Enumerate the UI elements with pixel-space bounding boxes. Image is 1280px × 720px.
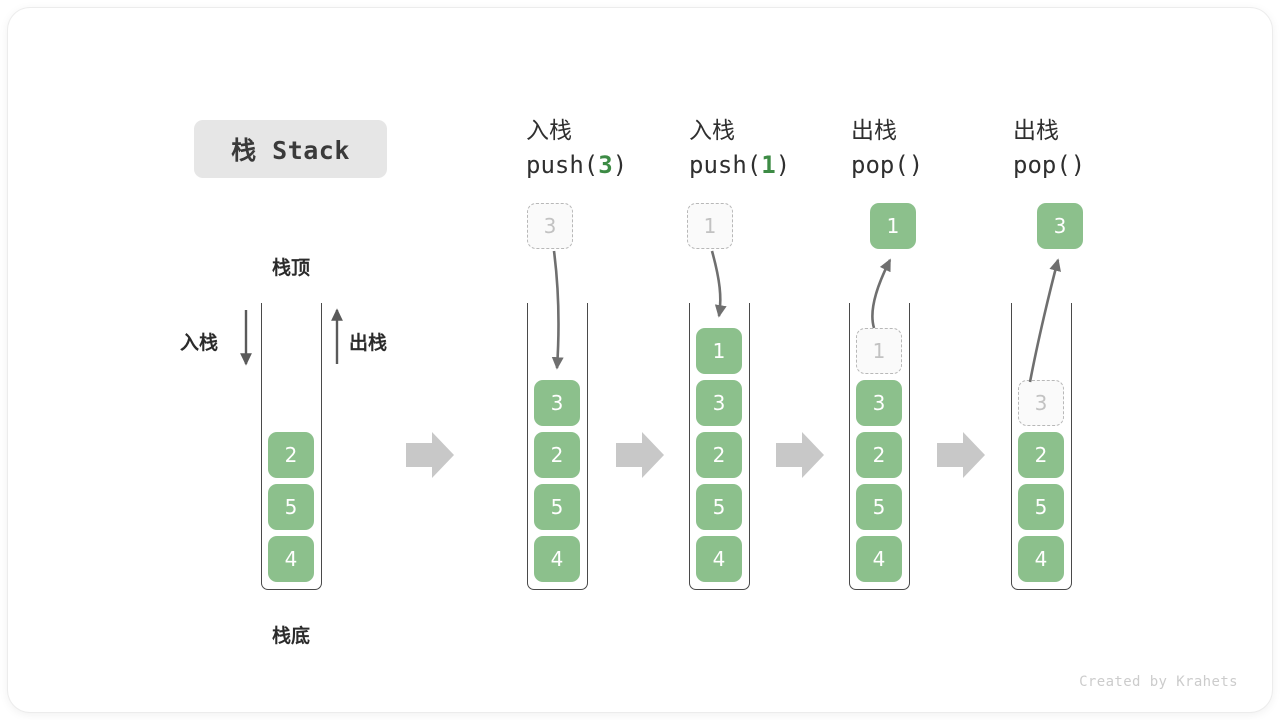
- step-op-code: pop(): [851, 150, 1051, 182]
- arrows-overlay: [240, 250, 1061, 478]
- step-header-pop-3: 出栈 pop(): [1013, 116, 1213, 182]
- step-op-code-value: 1: [761, 151, 776, 180]
- step-op-code-prefix: push(: [526, 151, 599, 180]
- stack-cell: 2: [1018, 432, 1064, 478]
- stack-vessel-initial: [261, 303, 322, 590]
- step-op-code-value: 3: [598, 151, 613, 180]
- step-header-push-3: 入栈 push(3): [526, 116, 726, 182]
- diagram-card: 栈 Stack 栈顶 栈底 入栈 出栈 2 5 4 入栈 push(3) 3 3…: [8, 8, 1272, 712]
- step-op-code-prefix: push(: [689, 151, 762, 180]
- stack-cell: 3: [856, 380, 902, 426]
- stack-cell: 4: [1018, 536, 1064, 582]
- step-op-code: push(1): [689, 150, 889, 182]
- stack-cell: 2: [268, 432, 314, 478]
- pop-direction-label: 出栈: [349, 332, 388, 354]
- stack-bottom-label: 栈底: [271, 625, 310, 647]
- stack-vessel-step-3: [849, 303, 910, 590]
- step-op-zh: 出栈: [1013, 118, 1059, 144]
- stack-cell: 5: [1018, 484, 1064, 530]
- stack-cell: 2: [696, 432, 742, 478]
- diagram-title: 栈 Stack: [194, 120, 387, 178]
- step-op-zh: 入栈: [526, 118, 572, 144]
- stack-cell: 4: [856, 536, 902, 582]
- floating-element: 1: [687, 203, 733, 249]
- stack-cell: 2: [856, 432, 902, 478]
- stack-cell: 4: [268, 536, 314, 582]
- step-op-code-suffix: ): [612, 151, 628, 180]
- stack-cell: 4: [534, 536, 580, 582]
- stack-cell: 5: [856, 484, 902, 530]
- stack-cell-ghost: 3: [1018, 380, 1064, 426]
- stack-cell: 1: [696, 328, 742, 374]
- floating-element: 3: [1037, 203, 1083, 249]
- stack-cell: 5: [696, 484, 742, 530]
- floating-element: 3: [527, 203, 573, 249]
- flow-arrow-icon: [616, 432, 664, 478]
- step-op-code: push(3): [526, 150, 726, 182]
- step-op-zh: 入栈: [689, 118, 735, 144]
- step-op-code-prefix: pop(: [1013, 151, 1071, 180]
- attribution-footer: Created by Krahets: [1079, 674, 1238, 690]
- step-header-push-1: 入栈 push(1): [689, 116, 889, 182]
- step-header-pop-1: 出栈 pop(): [851, 116, 1051, 182]
- flow-arrow-icon: [776, 432, 824, 478]
- step-op-zh: 出栈: [851, 118, 897, 144]
- step-op-code-suffix: ): [1070, 151, 1086, 180]
- step-op-code-suffix: ): [908, 151, 924, 180]
- flow-arrow-icon: [937, 432, 985, 478]
- step-op-code-prefix: pop(: [851, 151, 909, 180]
- step-op-code-suffix: ): [775, 151, 791, 180]
- push-direction-label: 入栈: [180, 332, 219, 354]
- stack-vessel-step-4: [1011, 303, 1072, 590]
- stack-vessel-step-2: [689, 303, 750, 590]
- stack-cell-ghost: 1: [856, 328, 902, 374]
- stack-cell: 3: [696, 380, 742, 426]
- stack-cell: 4: [696, 536, 742, 582]
- stack-cell: 3: [534, 380, 580, 426]
- stack-cell: 5: [534, 484, 580, 530]
- stack-cell: 5: [268, 484, 314, 530]
- stack-top-label: 栈顶: [271, 257, 310, 279]
- step-op-code: pop(): [1013, 150, 1213, 182]
- stack-vessel-step-1: [527, 303, 588, 590]
- floating-element: 1: [870, 203, 916, 249]
- flow-arrow-icon: [406, 432, 454, 478]
- stack-cell: 2: [534, 432, 580, 478]
